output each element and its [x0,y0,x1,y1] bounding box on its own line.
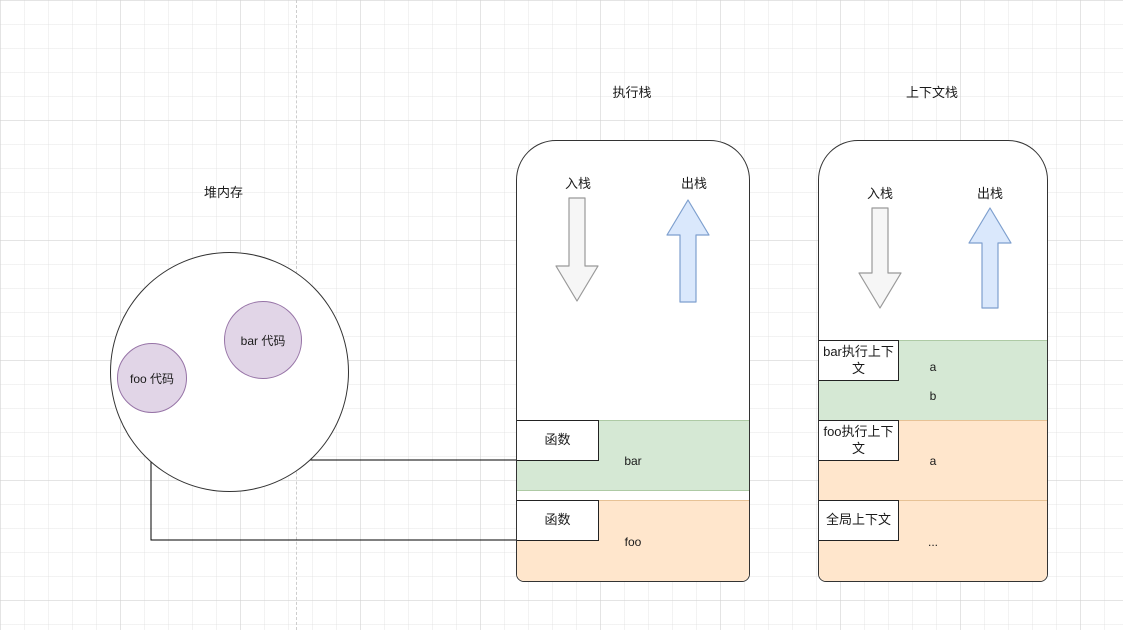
ctx-pop-label: 出栈 [977,186,1004,201]
exec-foo-function-box: 函数 [517,500,599,541]
ctx-push-arrow-icon [858,207,902,309]
exec-pop-label: 出栈 [681,176,708,191]
node-foo-code: foo 代码 [117,343,187,413]
ctx-foo-context-box: foo执行上下文 [819,420,899,461]
node-bar-label: bar 代码 [240,333,286,348]
exec-push-label: 入栈 [565,176,592,191]
exec-row-foo-value: foo [624,534,642,549]
exec-bar-function-box: 函数 [517,420,599,461]
ctx-bar-context-box: bar执行上下文 [819,340,899,381]
context-stack-container: 入栈 出栈 a b bar执行上下文 a foo执行上下文 ... 全局上下文 [818,140,1048,582]
heap-label: 堆内存 [204,185,244,200]
ctx-bar-value-b: b [929,389,937,403]
ctx-global-value: ... [927,534,938,549]
exec-push-arrow-icon [555,197,599,302]
context-stack-title: 上下文栈 [905,85,958,100]
exec-stack-container: 入栈 出栈 bar 函数 foo 函数 [516,140,750,582]
ctx-stack-row-bar: a b [819,340,1047,422]
node-bar-code: bar 代码 [224,301,302,379]
ctx-pop-arrow-icon [968,207,1012,309]
ctx-bar-value-a: a [929,360,937,374]
exec-pop-arrow-icon [666,199,710,303]
node-foo-label: foo 代码 [129,371,175,386]
ctx-push-label: 入栈 [867,186,894,201]
ctx-foo-value-a: a [929,454,937,468]
exec-stack-title: 执行栈 [612,85,652,100]
ctx-global-context-box: 全局上下文 [819,500,899,541]
exec-row-bar-value: bar [624,453,642,468]
